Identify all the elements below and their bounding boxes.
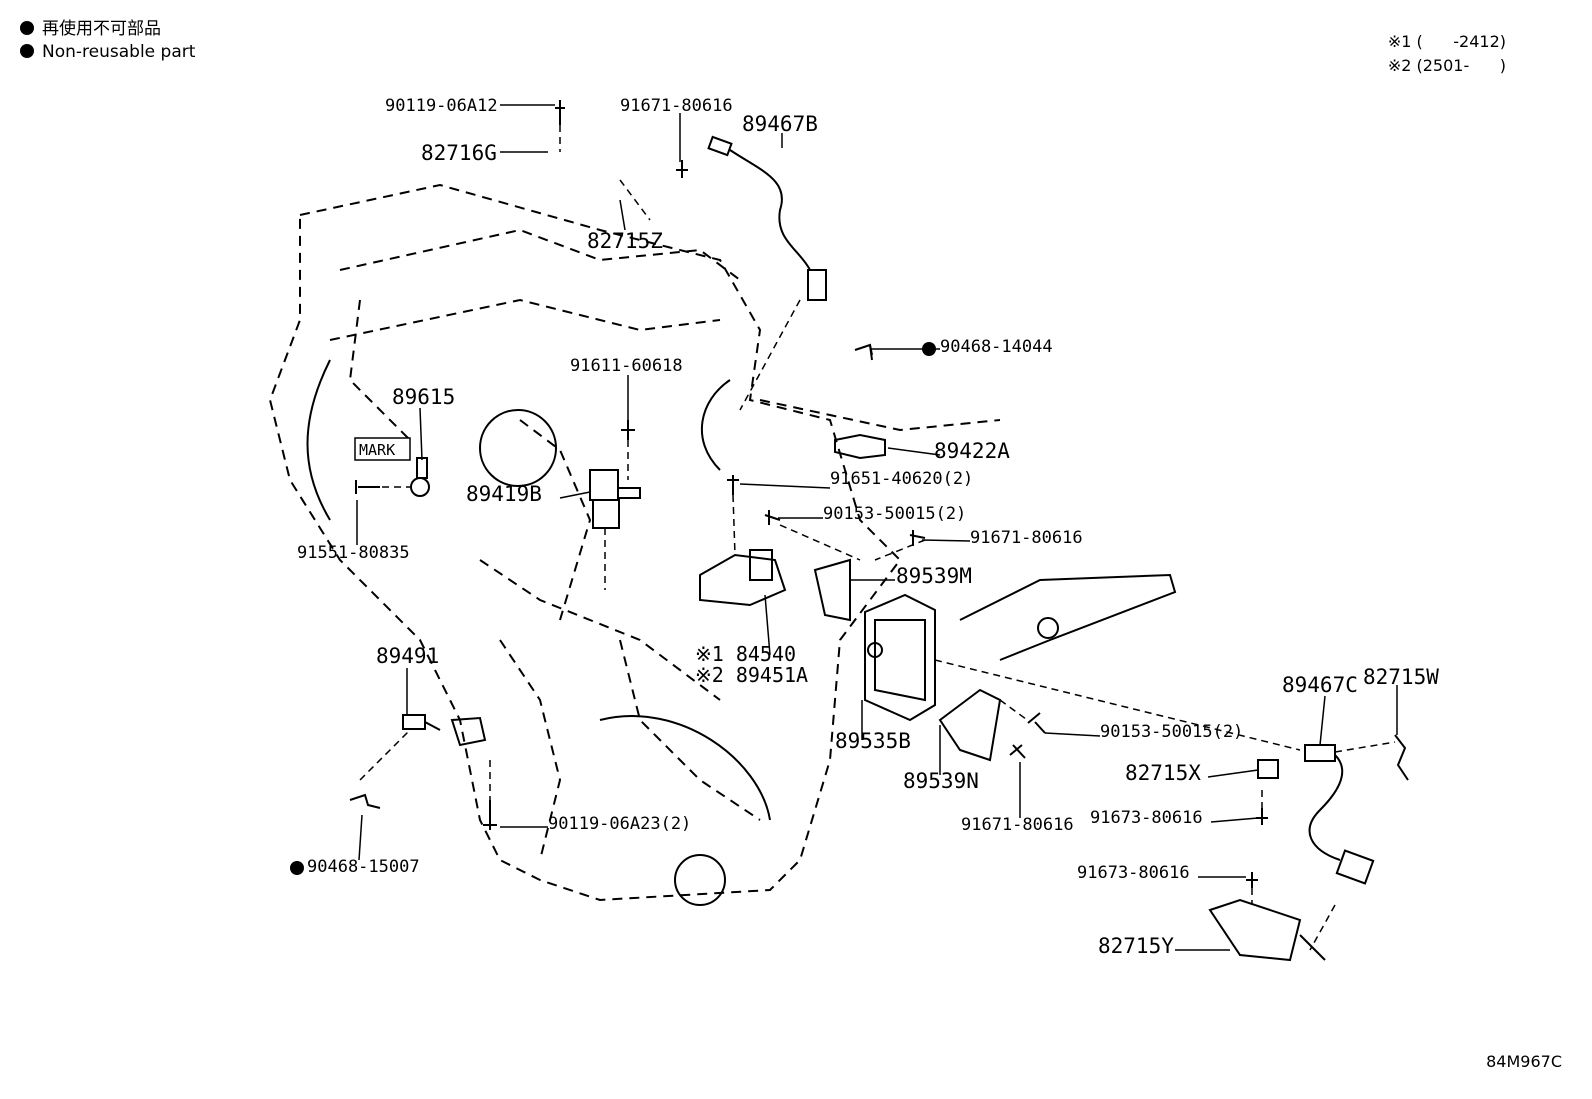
sensor-89467b — [707, 135, 827, 301]
label-89615: 89615 — [392, 385, 455, 409]
ecu-module — [864, 593, 936, 722]
label-90119-06a12: 90119-06A12 — [385, 96, 498, 116]
label-84540: ※1 84540 — [695, 642, 796, 666]
knock-sensor-89615 — [410, 457, 430, 497]
label-90153-50015-lower: 90153-50015(2) — [1100, 722, 1243, 742]
clamp-82715x — [1257, 759, 1279, 779]
note-1: ※1 ( -2412) — [1387, 32, 1506, 51]
figure-id: 84M967C — [1486, 1052, 1562, 1071]
label-90119-06a23: 90119-06A23(2) — [548, 814, 691, 834]
label-90468-15007: 90468-15007 — [307, 857, 420, 877]
label-82715x: 82715X — [1125, 761, 1201, 785]
engine-details — [306, 359, 771, 906]
production-notes: ※1 ( -2412) ※2 (2501- ) — [1388, 30, 1506, 78]
filled-dot-icon — [20, 44, 34, 58]
label-82715w: 82715W — [1363, 665, 1439, 689]
label-91671-80616-top: 91671-80616 — [620, 96, 733, 116]
cam-sensor-89419b — [589, 469, 641, 529]
bracket-82715y — [1208, 898, 1326, 962]
label-91673-80616-b: 91673-80616 — [1077, 863, 1190, 883]
filled-dot-icon — [20, 21, 34, 35]
label-90153-50015-upper: 90153-50015(2) — [823, 504, 966, 524]
label-89451a: ※2 89451A — [695, 663, 808, 687]
legend-japanese-text: 再使用不可部品 — [42, 19, 161, 39]
legend-japanese: 再使用不可部品 — [20, 18, 161, 40]
assembly-lines — [358, 125, 1396, 951]
legend-english-text: Non-reusable part — [42, 42, 196, 62]
label-82716g: 82716G — [421, 141, 497, 165]
label-82715z: 82715Z — [587, 229, 663, 253]
label-89491: 89491 — [376, 644, 439, 668]
label-89422a: 89422A — [934, 439, 1010, 463]
switch-84540 — [699, 549, 787, 607]
label-89467b: 89467B — [742, 112, 818, 136]
label-89467c: 89467C — [1282, 673, 1358, 697]
label-82715y: 82715Y — [1098, 934, 1174, 958]
legend-english: Non-reusable part — [20, 41, 195, 63]
note-2: ※2 (2501- ) — [1387, 56, 1506, 75]
sensor-89491 — [402, 714, 487, 747]
label-89419b: 89419B — [466, 482, 542, 506]
bracket-89539m — [813, 558, 851, 622]
bracket-89539n — [938, 688, 1002, 762]
leader-lines — [356, 104, 1398, 951]
label-90468-14044: 90468-14044 — [940, 337, 1053, 357]
non-reusable-dot-icon — [290, 861, 304, 875]
sensor-89422a — [834, 343, 886, 460]
clamp-82715w — [1394, 734, 1409, 781]
label-89535b: 89535B — [835, 729, 911, 753]
sensor-89467c — [1304, 744, 1375, 885]
non-reusable-dot-icon — [922, 342, 936, 356]
part-labels: 90119-06A12 91671-80616 89467B 82716G 82… — [297, 96, 1439, 958]
label-91551-80835: 91551-80835 — [297, 543, 410, 563]
clip-90468-15007 — [349, 793, 381, 809]
label-89539m: 89539M — [896, 564, 972, 588]
label-89539n: 89539N — [903, 769, 979, 793]
label-91651-40620: 91651-40620(2) — [830, 469, 973, 489]
engine-outline — [268, 183, 1001, 902]
exhaust-pipe — [959, 573, 1177, 661]
label-91673-80616-a: 91673-80616 — [1090, 808, 1203, 828]
callout-dots — [290, 342, 936, 875]
label-91611-60618: 91611-60618 — [570, 356, 683, 376]
mark-label: MARK — [359, 441, 395, 459]
label-91671-80616-mid: 91671-80616 — [970, 528, 1083, 548]
mark-box: MARK — [354, 437, 411, 461]
label-91671-80616-low: 91671-80616 — [961, 815, 1074, 835]
